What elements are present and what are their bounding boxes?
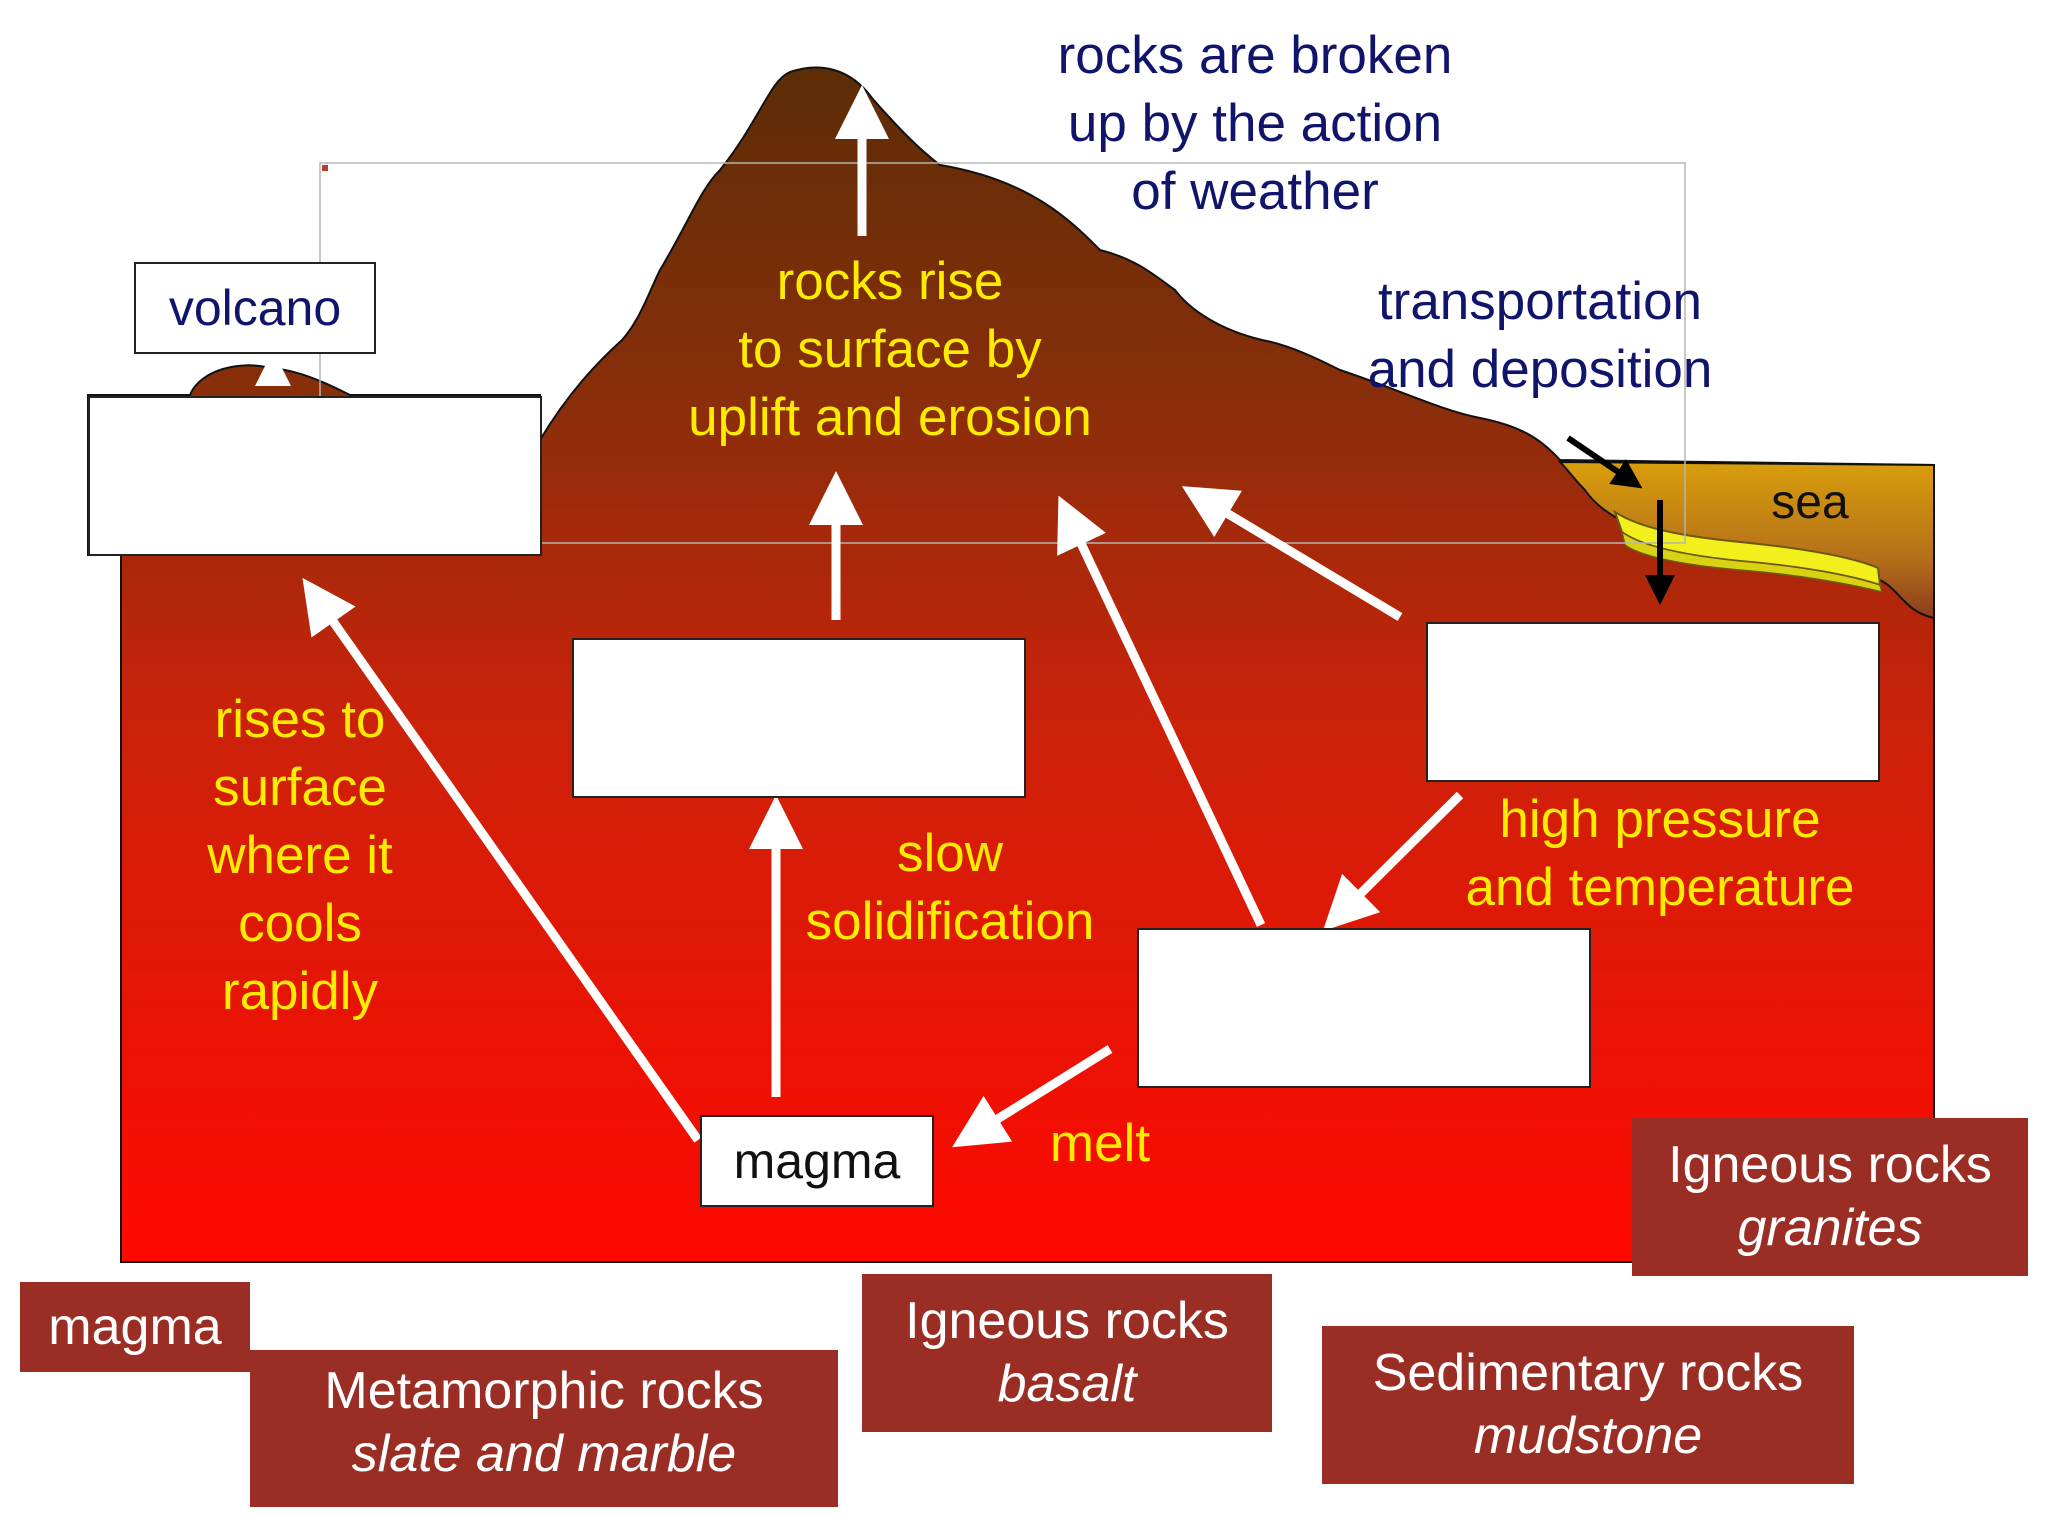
transport-line-1: transportation	[1377, 272, 1703, 331]
sediment-layer-lower	[1620, 530, 1884, 594]
pressure-label: high pressure and temperature	[1440, 786, 1880, 922]
sea-label: sea	[1740, 474, 1880, 533]
card-magma[interactable]: magma	[20, 1282, 250, 1372]
broken-image-icon	[322, 165, 328, 171]
uplift-line-2: to surface by	[738, 320, 1042, 379]
volcano-label-box: volcano	[134, 262, 376, 354]
rises-line-4: cools	[238, 894, 362, 953]
uplift-line-1: rocks rise	[776, 252, 1004, 311]
rises-line-2: surface	[213, 758, 387, 817]
weathering-label: rocks are broken up by the action of wea…	[1000, 22, 1510, 226]
melt-label: melt	[1030, 1112, 1170, 1177]
card-metamorphic[interactable]: Metamorphic rocks slate and marble	[250, 1350, 838, 1507]
transport-line-2: and deposition	[1367, 340, 1713, 399]
transport-label: transportation and deposition	[1320, 268, 1760, 404]
uplift-label: rocks rise to surface by uplift and eros…	[650, 248, 1130, 452]
magma-label-box: magma	[700, 1115, 934, 1207]
weathering-line-2: up by the action	[1067, 94, 1443, 153]
volcano-label: volcano	[168, 280, 342, 336]
arrow-magma-to-volcano-box	[302, 577, 702, 1143]
arrow-deposition-diagonal	[1566, 435, 1643, 489]
melt-text: melt	[1049, 1114, 1151, 1173]
rises-line-1: rises to	[214, 690, 386, 749]
arrow-centre-box-to-magma	[952, 1045, 1113, 1148]
magma-label: magma	[733, 1133, 901, 1189]
card-igneous-basalt-subtitle: basalt	[997, 1355, 1137, 1414]
card-sedimentary-title: Sedimentary rocks	[1372, 1344, 1804, 1402]
blank-box-sedimentary[interactable]	[1426, 622, 1880, 782]
arrow-right-box-to-mountain	[1181, 486, 1403, 621]
card-sedimentary-subtitle: mudstone	[1473, 1407, 1703, 1466]
weathering-line-1: rocks are broken	[1057, 26, 1453, 85]
pressure-line-1: high pressure	[1499, 790, 1821, 849]
card-igneous-granites-subtitle: granites	[1737, 1199, 1923, 1258]
card-magma-title: magma	[48, 1298, 222, 1356]
blank-box-metamorphic[interactable]	[1137, 928, 1591, 1088]
card-metamorphic-subtitle: slate and marble	[351, 1425, 737, 1484]
card-metamorphic-title: Metamorphic rocks	[324, 1362, 764, 1420]
card-igneous-granites[interactable]: Igneous rocks granites	[1632, 1118, 2028, 1276]
card-igneous-basalt-title: Igneous rocks	[905, 1292, 1229, 1350]
arrow-centre-box-to-mountain	[1057, 495, 1266, 927]
rises-label: rises to surface where it cools rapidly	[170, 686, 430, 1026]
blank-box-volcano-rock[interactable]	[88, 396, 542, 556]
slow-solidification-label: slow solidification	[790, 820, 1110, 956]
weathering-line-3: of weather	[1131, 162, 1379, 221]
card-igneous-basalt[interactable]: Igneous rocks basalt	[862, 1274, 1272, 1432]
card-igneous-granites-title: Igneous rocks	[1668, 1136, 1992, 1194]
rises-line-5: rapidly	[221, 962, 379, 1021]
slow-line-2: solidification	[805, 892, 1095, 951]
blank-box-slow-cooled-rock[interactable]	[572, 638, 1026, 798]
uplift-line-3: uplift and erosion	[688, 388, 1092, 447]
rises-line-3: where it	[207, 826, 393, 885]
pressure-line-2: and temperature	[1465, 858, 1855, 917]
sea-text: sea	[1771, 476, 1849, 529]
card-sedimentary[interactable]: Sedimentary rocks mudstone	[1322, 1326, 1854, 1484]
arrow-right-box-to-centre-box	[1322, 791, 1464, 932]
slow-line-1: slow	[896, 824, 1004, 883]
